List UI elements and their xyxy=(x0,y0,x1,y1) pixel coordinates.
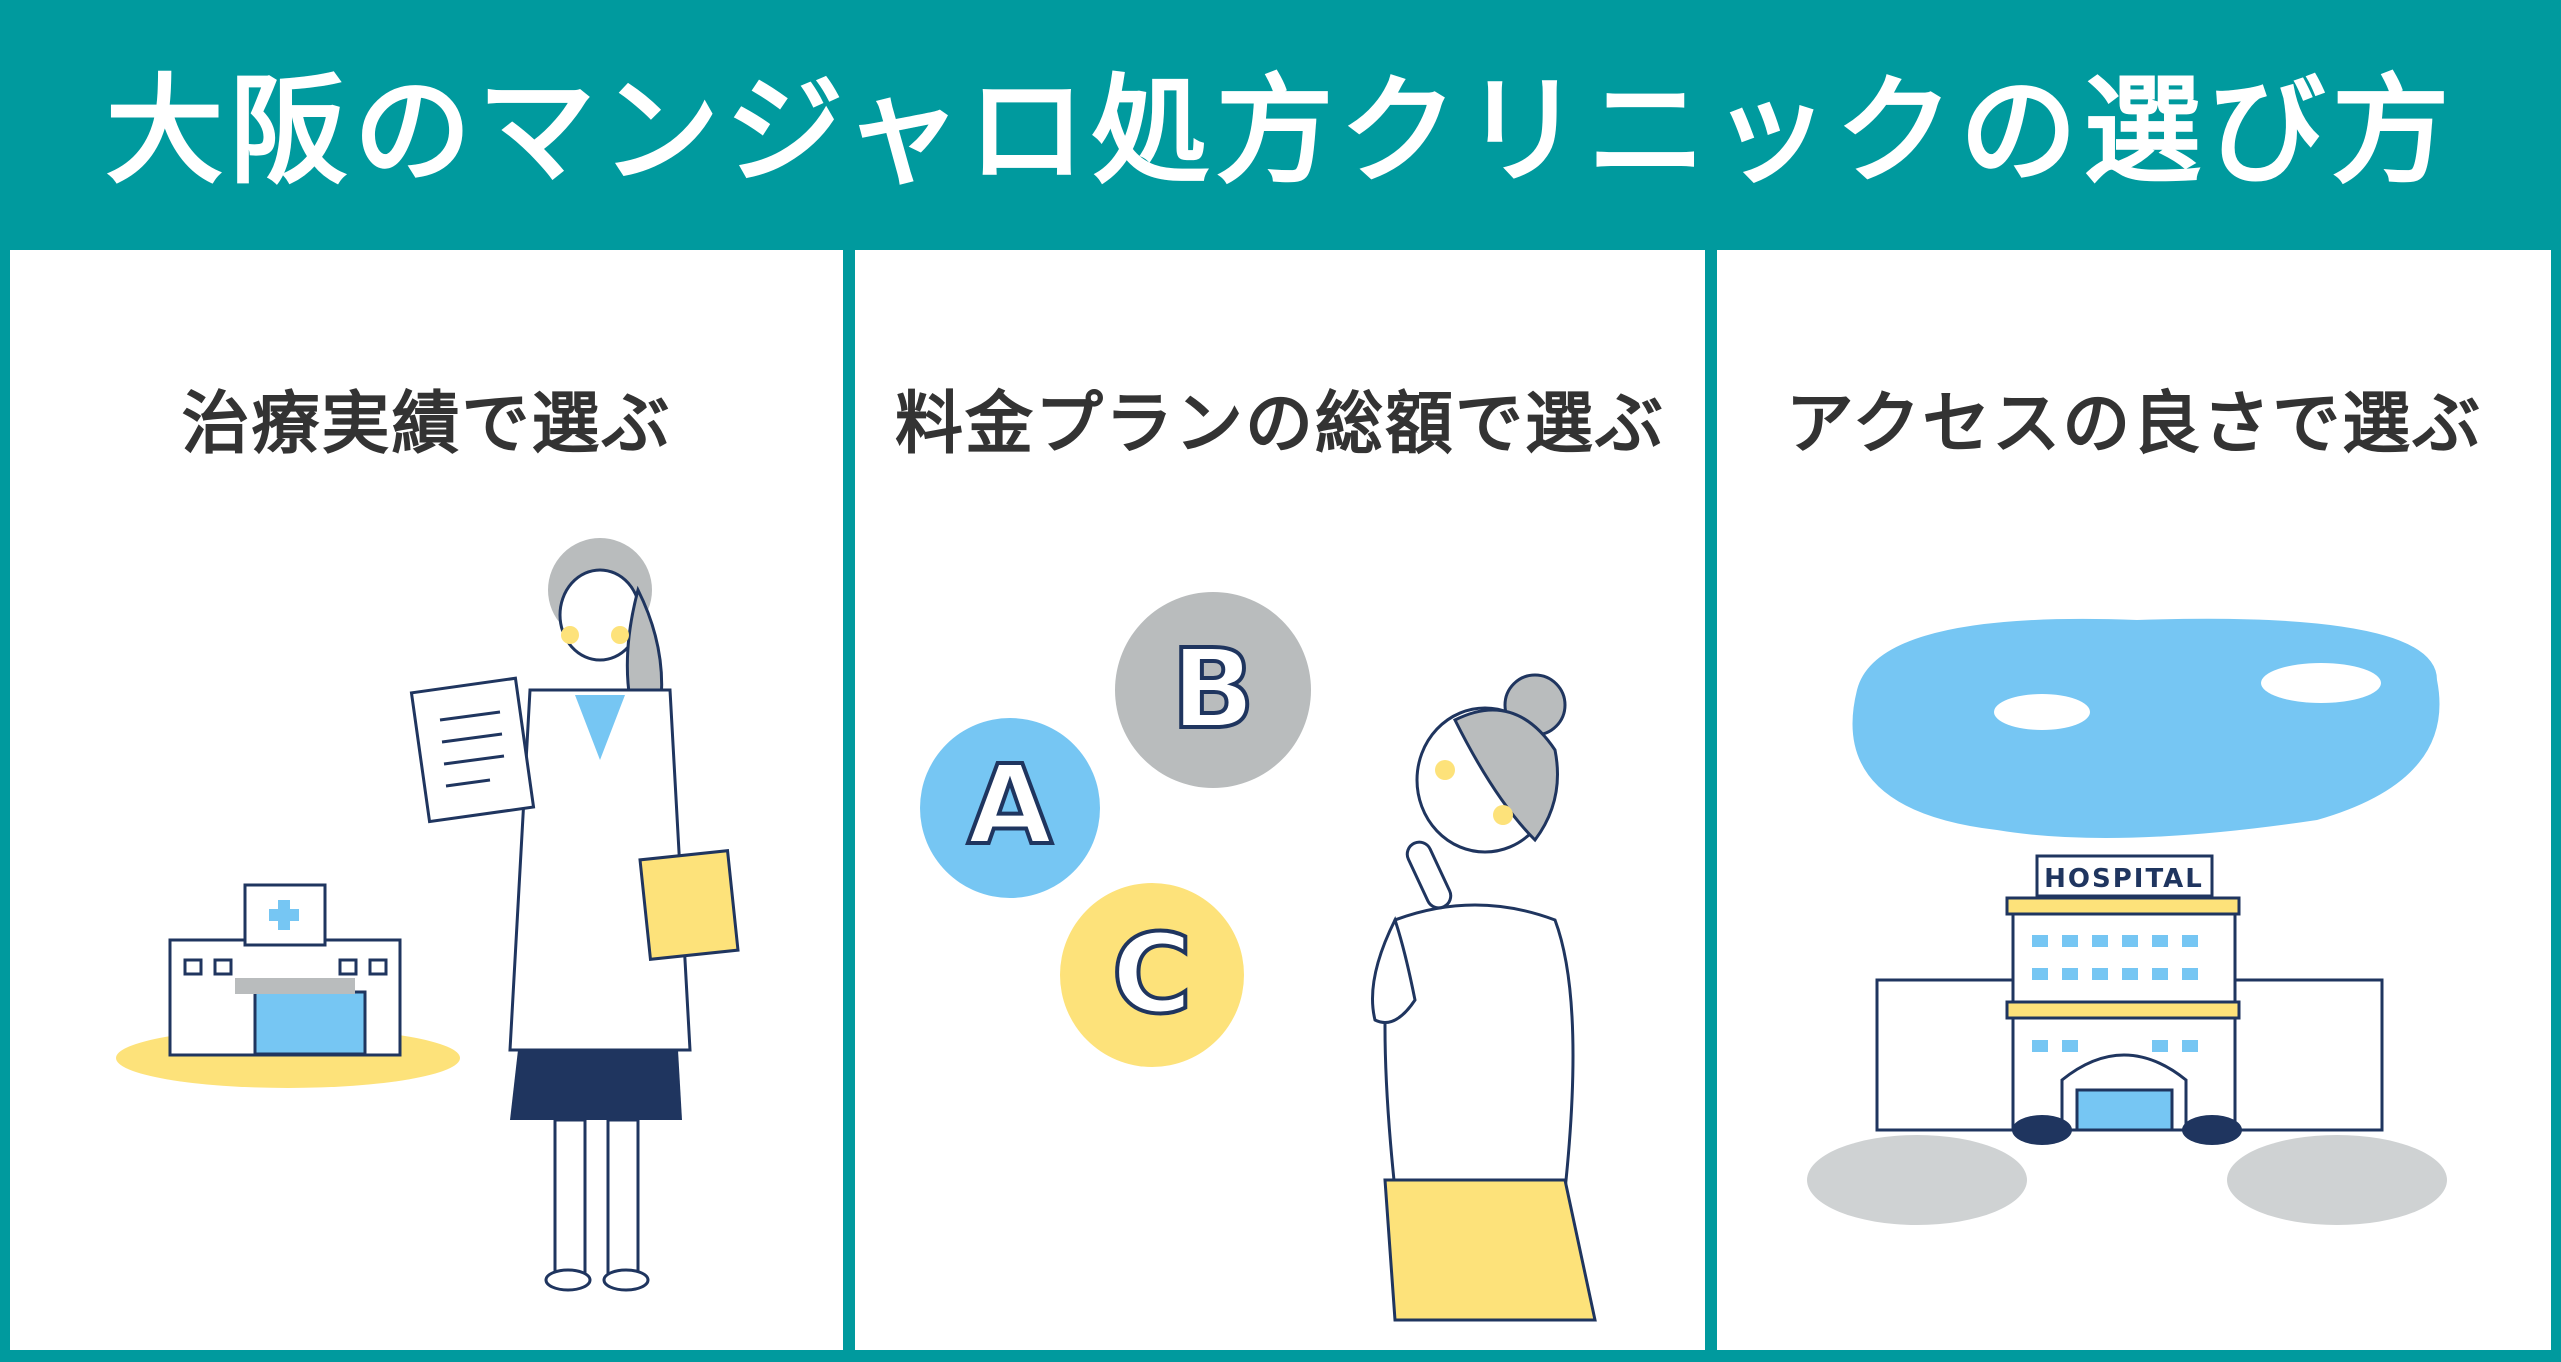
shrub-left xyxy=(2012,1115,2072,1145)
panel-title-track-record: 治療実績で選ぶ xyxy=(181,385,672,464)
hospital-left-wing xyxy=(1875,978,2019,1132)
option-b-bubble xyxy=(1115,592,1311,788)
option-c-label: C xyxy=(1112,910,1193,1038)
panel-access: アクセスの良さで選ぶ xyxy=(1717,250,2551,1350)
hospital-sign xyxy=(2035,854,2214,898)
option-c-bubble xyxy=(1060,883,1244,1067)
hospital-windows xyxy=(2032,935,2198,1052)
entrance-door xyxy=(2075,1088,2174,1132)
clipboard-icon xyxy=(409,676,536,824)
panel-price-plan: 料金プランの総額で選ぶ A B C xyxy=(855,250,1705,1350)
hospital-sign-text: HOSPITAL xyxy=(2044,864,2204,894)
cloud-icon xyxy=(2261,663,2381,703)
hospital-illustration: HOSPITAL xyxy=(1807,618,2447,1225)
ground-right xyxy=(2227,1135,2447,1225)
option-b-label: B xyxy=(1171,625,1255,753)
clinic-building-icon xyxy=(168,883,402,1057)
woman-choosing-illustration: A B C xyxy=(920,592,1597,1322)
cross-icon xyxy=(269,900,299,930)
doctor-and-clinic-illustration xyxy=(116,538,740,1292)
page-title: 大阪のマンジャロ処方クリニックの選び方 xyxy=(105,61,2456,200)
option-a-label: A xyxy=(967,741,1052,869)
ground-left xyxy=(1807,1135,2027,1225)
cloud-icon xyxy=(1994,694,2090,730)
option-a-bubble xyxy=(920,718,1100,898)
panel-track-record: 治療実績で選ぶ xyxy=(10,250,843,1350)
hospital-right-wing xyxy=(2230,978,2384,1132)
panel-title-price-plan: 料金プランの総額で選ぶ xyxy=(894,385,1665,464)
shrub-right xyxy=(2182,1115,2242,1145)
woman-icon xyxy=(1371,673,1597,1322)
sky-cloud-shape xyxy=(1852,618,2440,838)
panel-title-access: アクセスの良さで選ぶ xyxy=(1785,385,2483,464)
doctor-icon xyxy=(508,538,740,1292)
